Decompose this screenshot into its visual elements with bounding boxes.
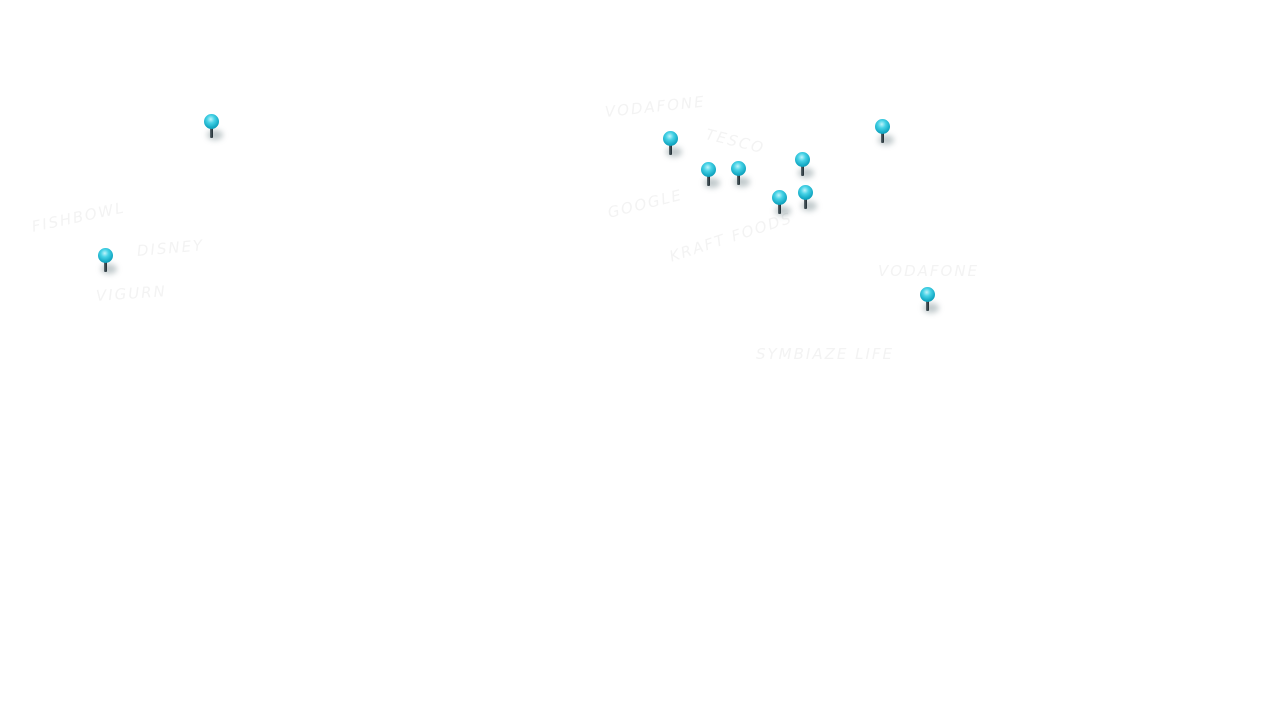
pin-shadow xyxy=(734,177,750,187)
pin-head-icon xyxy=(875,119,890,134)
pin-head-icon xyxy=(798,185,813,200)
label-disney: DISNEY xyxy=(136,236,205,260)
label-vigurn: VIGURN xyxy=(95,282,168,305)
pin-shadow xyxy=(666,147,682,157)
pin-shadow xyxy=(101,264,117,274)
pin-head-icon xyxy=(701,162,716,177)
label-vodafone-2: VODAFONE xyxy=(878,262,980,280)
pin-needle xyxy=(707,175,710,186)
map-pin[interactable] xyxy=(204,114,223,142)
map-pin[interactable] xyxy=(731,161,750,189)
map-pin[interactable] xyxy=(663,131,682,159)
pin-head-icon xyxy=(731,161,746,176)
pin-needle xyxy=(881,132,884,143)
pin-needle xyxy=(737,174,740,185)
label-symbiaze-life: SYMBIAZE LIFE xyxy=(756,345,895,363)
pin-needle xyxy=(669,144,672,155)
pin-shadow xyxy=(923,303,939,313)
map-pin[interactable] xyxy=(795,152,814,180)
pin-shadow xyxy=(207,130,223,140)
pin-needle xyxy=(804,198,807,209)
pin-shadow xyxy=(801,201,817,211)
pin-needle xyxy=(801,165,804,176)
label-fishbowl: FISHBOWL xyxy=(30,198,127,236)
pin-needle xyxy=(104,261,107,272)
pin-head-icon xyxy=(772,190,787,205)
map-pin[interactable] xyxy=(701,162,720,190)
pin-shadow xyxy=(704,178,720,188)
map-pin[interactable] xyxy=(798,185,817,213)
pin-head-icon xyxy=(98,248,113,263)
map-pin[interactable] xyxy=(98,248,117,276)
map-pin[interactable] xyxy=(772,190,791,218)
pin-head-icon xyxy=(663,131,678,146)
pin-shadow xyxy=(775,206,791,216)
pin-head-icon xyxy=(795,152,810,167)
pin-needle xyxy=(778,203,781,214)
pin-needle xyxy=(926,300,929,311)
pin-shadow xyxy=(878,135,894,145)
pin-shadow xyxy=(798,168,814,178)
label-vodafone: VODAFONE xyxy=(604,92,707,121)
map-pin[interactable] xyxy=(920,287,939,315)
map-pin[interactable] xyxy=(875,119,894,147)
pin-head-icon xyxy=(920,287,935,302)
pin-needle xyxy=(210,127,213,138)
label-google: GOOGLE xyxy=(605,185,685,222)
pin-head-icon xyxy=(204,114,219,129)
label-tesco: TESCO xyxy=(703,125,767,158)
